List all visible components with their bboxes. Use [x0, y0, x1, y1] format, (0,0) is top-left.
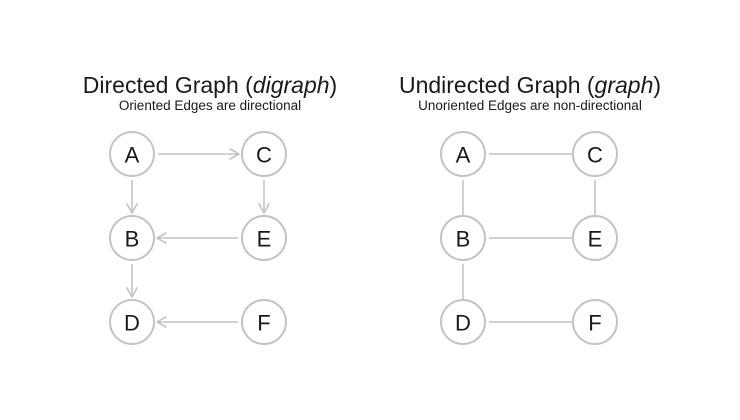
directed-node-a: A	[109, 131, 155, 177]
undirected-node-d: D	[440, 299, 486, 345]
undirected-node-label: B	[456, 227, 471, 252]
undirected-node-label: D	[455, 311, 471, 336]
undirected-node-c: C	[572, 131, 618, 177]
undirected-node-circle	[440, 299, 486, 345]
directed-node-label: A	[125, 143, 140, 168]
undirected-title-italic: graph	[594, 72, 654, 98]
directed-node-b: B	[109, 215, 155, 261]
undirected-node-a: A	[440, 131, 486, 177]
undirected-node-b: B	[440, 215, 486, 261]
undirected-node-circle	[572, 215, 618, 261]
directed-node-label: D	[124, 311, 140, 336]
directed-title-main: Directed Graph (	[82, 72, 253, 98]
directed-node-circle	[241, 299, 287, 345]
directed-node-circle	[241, 131, 287, 177]
undirected-title-main: Undirected Graph (	[398, 72, 595, 98]
undirected-edges	[462, 153, 596, 323]
directed-node-label: B	[125, 227, 140, 252]
directed-nodes: A C B E D F	[109, 131, 287, 345]
undirected-graph-subtitle: Unoriented Edges are non-directional	[418, 98, 642, 113]
undirected-node-label: A	[456, 143, 471, 168]
undirected-graph-title: Undirected Graph (graph)	[360, 71, 700, 99]
undirected-nodes: A C B E D F	[440, 131, 618, 345]
undirected-node-label: F	[588, 311, 601, 336]
directed-graph-subtitle: Oriented Edges are directional	[118, 98, 302, 113]
undirected-node-f: F	[572, 299, 618, 345]
undirected-node-circle	[440, 131, 486, 177]
directed-title-italic: digraph	[252, 72, 330, 98]
directed-node-circle	[109, 215, 155, 261]
directed-node-circle	[109, 131, 155, 177]
undirected-title-close: )	[653, 72, 662, 98]
undirected-node-e: E	[572, 215, 618, 261]
directed-node-circle	[241, 215, 287, 261]
undirected-node-circle	[572, 131, 618, 177]
undirected-node-circle	[440, 215, 486, 261]
directed-node-e: E	[241, 215, 287, 261]
directed-title-close: )	[329, 72, 338, 98]
undirected-node-label: E	[588, 227, 603, 252]
directed-node-label: F	[257, 311, 270, 336]
directed-node-label: E	[257, 227, 272, 252]
directed-node-c: C	[241, 131, 287, 177]
undirected-node-label: C	[587, 143, 603, 168]
directed-node-circle	[109, 299, 155, 345]
undirected-node-circle	[572, 299, 618, 345]
directed-node-f: F	[241, 299, 287, 345]
directed-edges	[126, 148, 270, 328]
directed-node-label: C	[256, 143, 272, 168]
directed-node-d: D	[109, 299, 155, 345]
directed-graph-title: Directed Graph (digraph)	[40, 71, 380, 99]
